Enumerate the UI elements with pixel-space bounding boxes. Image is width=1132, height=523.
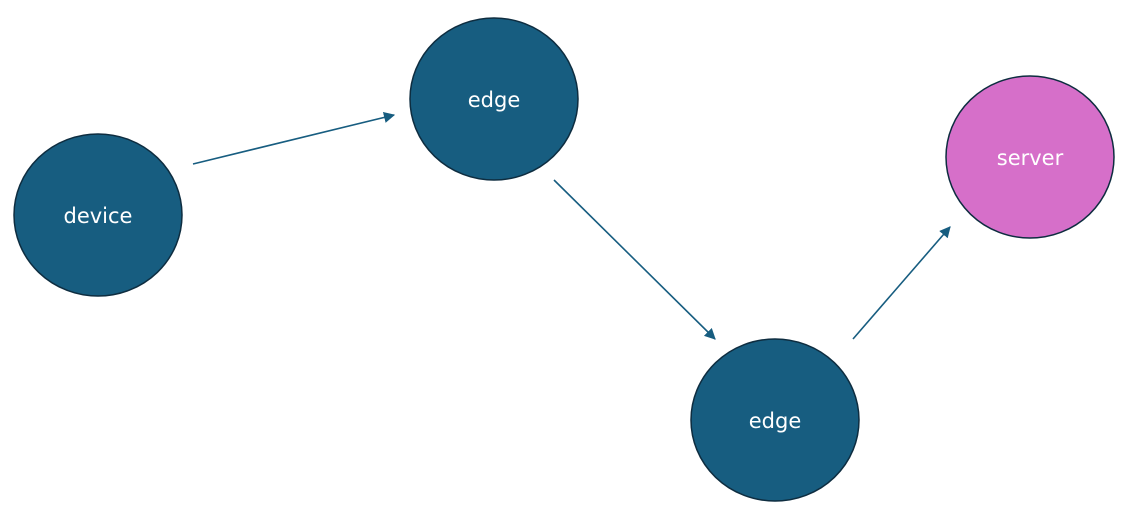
node-device-circle — [13, 133, 183, 297]
arrow-edge1-to-edge2 — [553, 179, 716, 340]
node-edge-2-circle — [690, 338, 860, 502]
node-edge-2-label: edge — [749, 409, 802, 433]
node-device-label: device — [64, 204, 133, 228]
node-server: server — [945, 75, 1115, 239]
node-edge-1-label: edge — [468, 88, 521, 112]
node-edge-2: edge — [690, 338, 860, 502]
node-server-label: server — [997, 146, 1064, 170]
node-server-circle — [945, 75, 1115, 239]
node-edge-1-circle — [409, 17, 579, 181]
node-edge-1: edge — [409, 17, 579, 181]
arrow-device-to-edge1 — [192, 111, 396, 165]
arrow-edge2-to-server — [852, 226, 951, 340]
node-device: device — [13, 133, 183, 297]
